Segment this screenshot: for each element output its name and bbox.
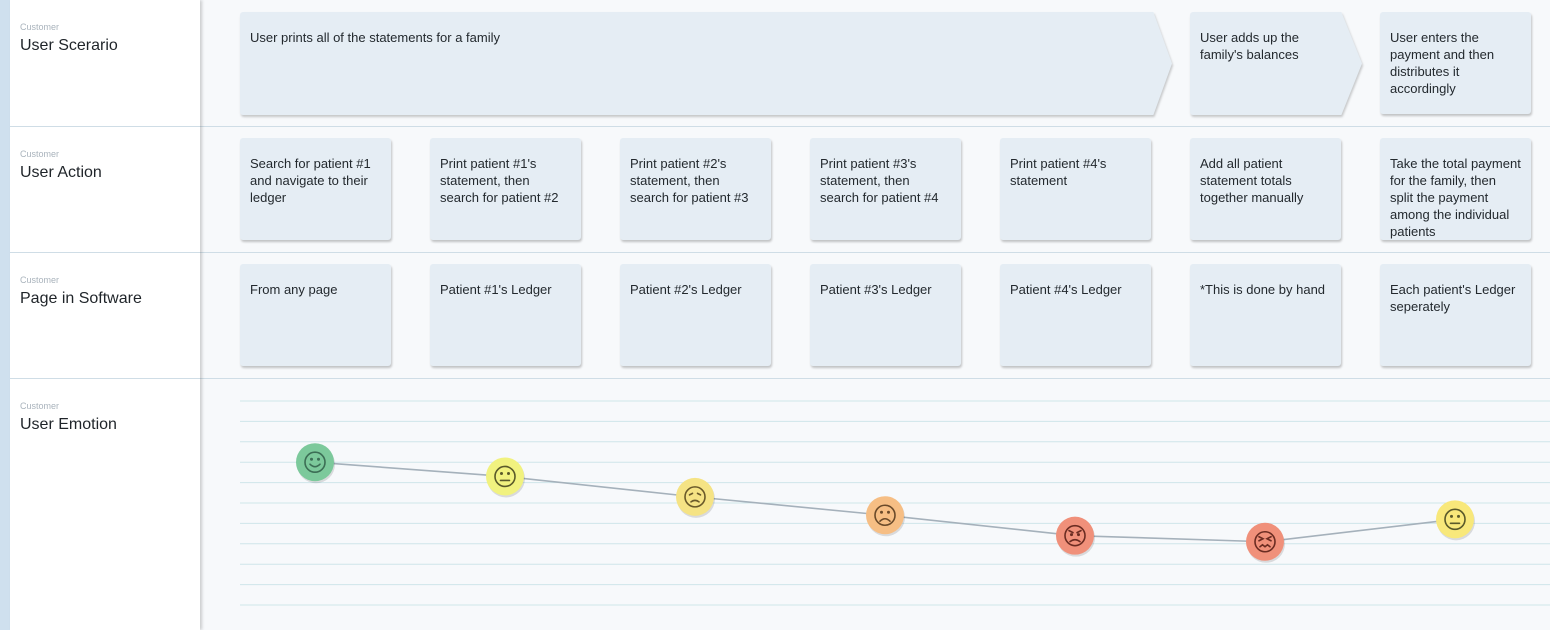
action-card[interactable]: Search for patient #1 and navigate to th… bbox=[240, 138, 391, 240]
row-label-user-scenario: Customer User Scerario bbox=[10, 0, 200, 127]
page-card[interactable]: Patient #1's Ledger bbox=[430, 264, 581, 366]
action-text: Print patient #2's statement, then searc… bbox=[630, 156, 749, 205]
angry-face-icon bbox=[1056, 516, 1095, 557]
row-label-page-in-software: Customer Page in Software bbox=[10, 253, 200, 379]
row-label-category: Customer bbox=[20, 149, 60, 159]
page-text: Patient #2's Ledger bbox=[630, 282, 742, 297]
journey-map-canvas: User prints all of the statements for a … bbox=[200, 0, 1550, 630]
scenario-text: User enters the payment and then distrib… bbox=[1390, 30, 1495, 96]
page-text: Patient #3's Ledger bbox=[820, 282, 932, 297]
action-text: Print patient #1's statement, then searc… bbox=[440, 156, 559, 205]
page-text: Patient #1's Ledger bbox=[440, 282, 552, 297]
confounded-face-icon bbox=[1246, 522, 1285, 563]
action-card[interactable]: Print patient #1's statement, then searc… bbox=[430, 138, 581, 240]
neutral-face-icon bbox=[486, 457, 525, 498]
row-label-title: Page in Software bbox=[20, 290, 142, 307]
row-label-category: Customer bbox=[20, 275, 60, 285]
scenario-arrow-print-statements[interactable]: User prints all of the statements for a … bbox=[240, 12, 1172, 115]
page-text: Each patient's Ledger seperately bbox=[1390, 282, 1516, 314]
left-accent-bar bbox=[0, 0, 10, 630]
scenario-text: User adds up the family's balances bbox=[1200, 30, 1300, 62]
weary-face-icon bbox=[676, 477, 715, 518]
action-text: Take the total payment for the family, t… bbox=[1390, 156, 1521, 239]
neutral-face-icon bbox=[1436, 500, 1475, 541]
page-card[interactable]: Patient #2's Ledger bbox=[620, 264, 771, 366]
page-card[interactable]: From any page bbox=[240, 264, 391, 366]
page-card[interactable]: Patient #3's Ledger bbox=[810, 264, 961, 366]
row-label-user-emotion: Customer User Emotion bbox=[10, 379, 200, 630]
action-card[interactable]: Add all patient statement totals togethe… bbox=[1190, 138, 1341, 240]
page-text: Patient #4's Ledger bbox=[1010, 282, 1122, 297]
action-card[interactable]: Print patient #4's statement bbox=[1000, 138, 1151, 240]
action-text: Print patient #3's statement, then searc… bbox=[820, 156, 939, 205]
action-card[interactable]: Print patient #3's statement, then searc… bbox=[810, 138, 961, 240]
action-text: Add all patient statement totals togethe… bbox=[1200, 156, 1304, 205]
emotion-chart bbox=[240, 400, 1550, 606]
page-card[interactable]: *This is done by hand bbox=[1190, 264, 1341, 366]
scenario-card-enter-payment[interactable]: User enters the payment and then distrib… bbox=[1380, 12, 1531, 114]
page-card[interactable]: Patient #4's Ledger bbox=[1000, 264, 1151, 366]
frowning-face-icon bbox=[866, 496, 905, 537]
page-text: From any page bbox=[250, 282, 338, 297]
row-divider bbox=[200, 252, 1550, 253]
page-card[interactable]: Each patient's Ledger seperately bbox=[1380, 264, 1531, 366]
row-divider bbox=[200, 378, 1550, 379]
page-text: *This is done by hand bbox=[1200, 282, 1326, 297]
smiling-face-icon bbox=[296, 443, 335, 484]
row-label-title: User Action bbox=[20, 164, 102, 181]
action-card[interactable]: Take the total payment for the family, t… bbox=[1380, 138, 1531, 240]
scenario-text: User prints all of the statements for a … bbox=[250, 30, 500, 45]
row-label-category: Customer bbox=[20, 22, 60, 32]
row-label-title: User Emotion bbox=[20, 416, 117, 433]
action-text: Print patient #4's statement bbox=[1010, 156, 1107, 188]
row-label-category: Customer bbox=[20, 401, 60, 411]
action-text: Search for patient #1 and navigate to th… bbox=[250, 156, 371, 205]
row-labels-sidebar: Customer User Scerario Customer User Act… bbox=[10, 0, 200, 630]
row-label-title: User Scerario bbox=[20, 37, 118, 54]
row-label-user-action: Customer User Action bbox=[10, 127, 200, 253]
row-divider bbox=[200, 126, 1550, 127]
scenario-arrow-add-balances[interactable]: User adds up the family's balances bbox=[1190, 12, 1362, 115]
action-card[interactable]: Print patient #2's statement, then searc… bbox=[620, 138, 771, 240]
